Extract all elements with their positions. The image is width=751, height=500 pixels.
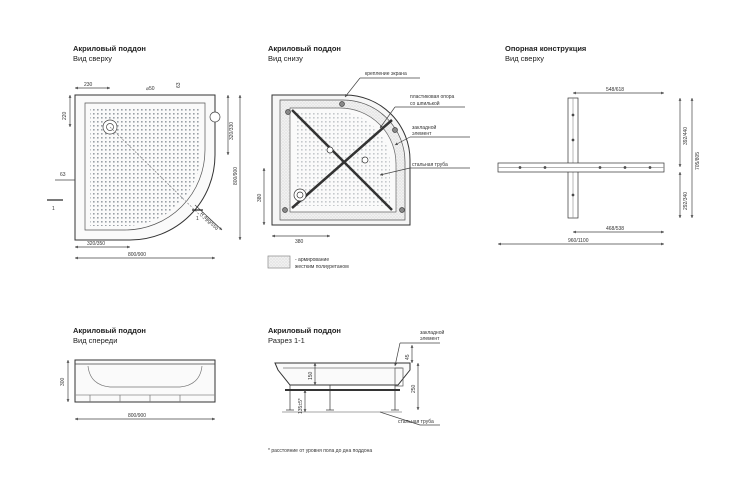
support-view-title: Опорная конструкция Вид сверху	[505, 44, 586, 64]
bottom-dim-380-v: 380	[257, 193, 263, 202]
bottom-view-subheading: Вид снизу	[268, 54, 303, 63]
section-dim-150: 150	[308, 371, 314, 380]
section-view-subheading: Разрез 1-1	[268, 336, 305, 345]
label-steel-pipe: стальная труба	[412, 162, 448, 168]
section-label-steel-pipe: стальная труба	[398, 419, 434, 425]
support-dim-960-1100: 960/1100	[568, 238, 589, 244]
front-view-subheading: Вид спереди	[73, 336, 118, 345]
top-dim-radius: R 480/550	[199, 211, 220, 232]
section-dim-135: 135±5*	[298, 398, 304, 414]
front-dim-300: 300	[60, 377, 66, 386]
section-dim-250: 250	[411, 384, 417, 393]
top-dim-230: 230	[84, 82, 93, 88]
section-view-heading: Акриловый поддон	[268, 326, 341, 335]
support-dim-468-538: 468/538	[606, 226, 624, 232]
bottom-view-title: Акриловый поддон Вид снизу	[268, 44, 341, 64]
label-embed-element-2: элемент	[412, 131, 432, 137]
top-view-title: Акриловый поддон Вид сверху	[73, 44, 146, 64]
footnote: * расстояние от уровня пола до дна поддо…	[268, 448, 372, 454]
section-view-drawing	[274, 342, 440, 426]
support-view-subheading: Вид сверху	[505, 54, 545, 63]
top-dim-320-350: 320/350	[87, 241, 105, 247]
section-view-title: Акриловый поддон Разрез 1-1	[268, 326, 341, 346]
top-dim-800-900-v: 800/900	[233, 167, 239, 185]
support-dim-548-618: 548/618	[606, 87, 624, 93]
top-view-subheading: Вид сверху	[73, 54, 113, 63]
support-dim-392-440: 392/440	[683, 127, 689, 145]
section-label-embed-2: элемент	[420, 336, 440, 342]
top-section-mark-right: 1	[196, 216, 199, 222]
top-dim-800-900-h: 800/900	[128, 252, 146, 258]
top-section-mark-left: 1	[52, 206, 55, 212]
top-dim-diameter: ⌀50	[146, 86, 155, 92]
bottom-dim-380-h: 380	[295, 239, 304, 245]
front-view-title: Акриловый поддон Вид спереди	[73, 326, 146, 346]
top-view-drawing	[47, 86, 242, 260]
label-plastic-support-2: со шпилькой	[410, 100, 440, 107]
label-embed-element-1: закладной	[412, 124, 436, 131]
top-dim-320-330: 320/330	[229, 122, 235, 140]
front-dim-800-900: 800/900	[128, 413, 146, 419]
label-screen-mount: крепление экрана	[365, 71, 407, 77]
bottom-view-heading: Акриловый поддон	[268, 44, 341, 53]
legend-reinforcement-2: жестким полиуретаном	[295, 264, 349, 270]
top-dim-220: 220	[62, 111, 68, 120]
support-view-heading: Опорная конструкция	[505, 44, 587, 53]
section-dim-45: 45	[405, 354, 411, 360]
top-dim-63b: 63	[60, 172, 66, 178]
label-plastic-support-1: пластиковая опора	[410, 94, 455, 100]
front-view-heading: Акриловый поддон	[73, 326, 146, 335]
legend-reinforcement-1: - армирование	[295, 257, 329, 263]
section-label-embed-1: закладной	[420, 329, 444, 336]
front-view-drawing	[66, 359, 216, 421]
support-dim-292-340: 292/340	[683, 192, 689, 210]
bottom-view-drawing	[262, 77, 470, 269]
support-structure-drawing	[497, 91, 694, 246]
top-view-heading: Акриловый поддон	[73, 44, 146, 53]
support-dim-705-805: 705/805	[695, 152, 701, 170]
top-dim-63a: 63	[176, 82, 182, 88]
